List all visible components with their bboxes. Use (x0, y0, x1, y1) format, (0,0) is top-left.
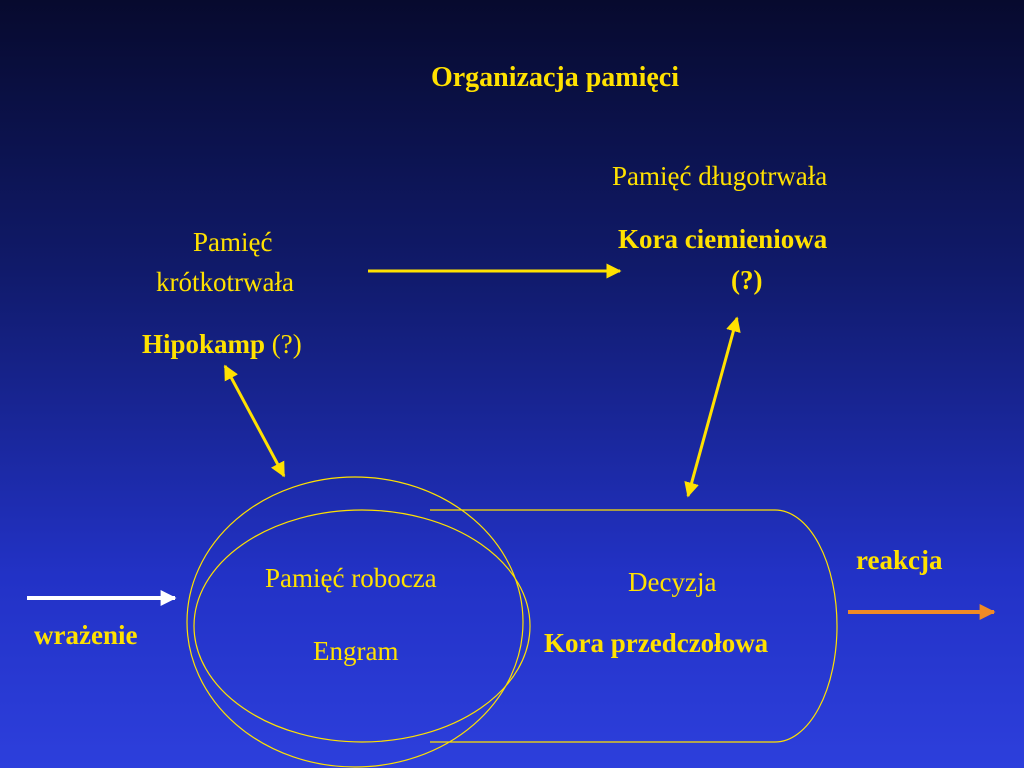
prefrontal-cortex-label: Kora przedczołowa (544, 628, 769, 658)
parietal-decision-arrow (684, 316, 741, 498)
long-term-label: Pamięć długotrwała (612, 161, 828, 191)
input-label: wrażenie (34, 620, 138, 650)
short-term-label-line2: krótkotrwała (156, 267, 294, 297)
decision-label: Decyzja (628, 567, 717, 597)
hippocampus-working-arrow (223, 364, 286, 478)
output-label: reakcja (856, 545, 943, 575)
working-memory-ellipse (186, 476, 524, 768)
engram-label: Engram (313, 636, 399, 666)
parietal-question: (?) (731, 265, 763, 295)
decision-shape (430, 509, 838, 743)
hippocampus-label: Hipokamp (?) (142, 331, 302, 358)
hippocampus-name: Hipokamp (142, 329, 266, 359)
short-term-label-line1: Pamięć (193, 227, 273, 257)
hippocampus-question: (?) (271, 329, 302, 359)
working-memory-label: Pamięć robocza (265, 563, 437, 593)
slide-title: Organizacja pamięci (430, 62, 680, 93)
parietal-cortex-label: Kora ciemieniowa (618, 224, 828, 254)
working-memory-back-ellipse (193, 509, 531, 743)
